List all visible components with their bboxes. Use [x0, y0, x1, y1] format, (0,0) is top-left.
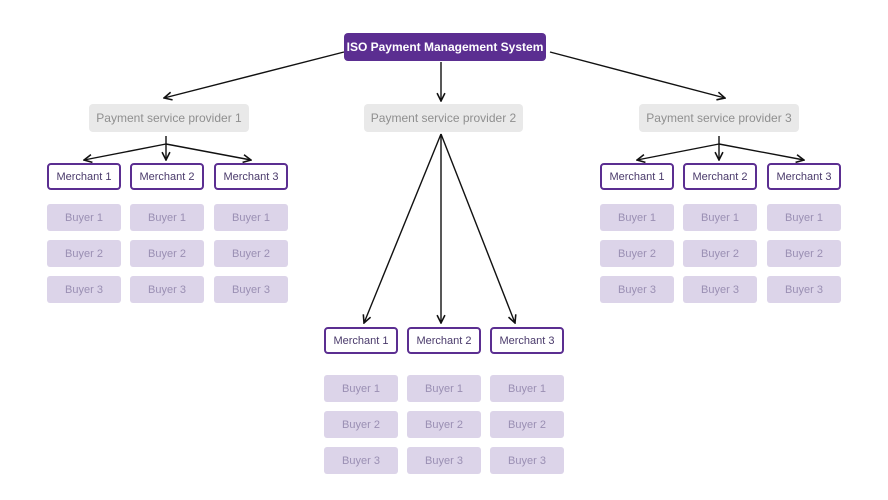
p2-m3-buyer-3: Buyer 3	[490, 447, 564, 474]
provider-1-node: Payment service provider 1	[89, 104, 249, 132]
arrow-p3-to-merchant-1	[637, 143, 720, 160]
p1-m2-buyer-3: Buyer 3	[130, 276, 204, 303]
arrow-p3-to-merchant-3	[718, 143, 804, 160]
p1-m1-buyer-3: Buyer 3	[47, 276, 121, 303]
p2-m1-buyer-2: Buyer 2	[324, 411, 398, 438]
p3-m1-buyer-3: Buyer 3	[600, 276, 674, 303]
p1-m3-buyer-1: Buyer 1	[214, 204, 288, 231]
p3-m2-buyer-3: Buyer 3	[683, 276, 757, 303]
p3-merchant-1: Merchant 1	[600, 163, 674, 190]
p1-m1-buyer-2: Buyer 2	[47, 240, 121, 267]
arrow-p2-to-merchant-3	[440, 133, 515, 323]
p2-m2-buyer-3: Buyer 3	[407, 447, 481, 474]
p2-m1-buyer-3: Buyer 3	[324, 447, 398, 474]
p1-m1-buyer-1: Buyer 1	[47, 204, 121, 231]
arrow-p1-to-merchant-1	[84, 143, 167, 160]
p3-merchant-2: Merchant 2	[683, 163, 757, 190]
p2-merchant-1: Merchant 1	[324, 327, 398, 354]
p2-m3-buyer-1: Buyer 1	[490, 375, 564, 402]
p1-m2-buyer-2: Buyer 2	[130, 240, 204, 267]
arrow-p2-to-merchant-1	[364, 133, 442, 323]
p3-m1-buyer-1: Buyer 1	[600, 204, 674, 231]
p3-merchant-3: Merchant 3	[767, 163, 841, 190]
provider-3-node: Payment service provider 3	[639, 104, 799, 132]
p1-m3-buyer-3: Buyer 3	[214, 276, 288, 303]
arrow-p1-to-merchant-3	[165, 143, 251, 160]
p3-m3-buyer-1: Buyer 1	[767, 204, 841, 231]
root-node: ISO Payment Management System	[344, 33, 546, 61]
provider-2-node: Payment service provider 2	[364, 104, 523, 132]
p1-m2-buyer-1: Buyer 1	[130, 204, 204, 231]
p2-merchant-3: Merchant 3	[490, 327, 564, 354]
p1-merchant-3: Merchant 3	[214, 163, 288, 190]
p3-m3-buyer-2: Buyer 2	[767, 240, 841, 267]
p3-m2-buyer-1: Buyer 1	[683, 204, 757, 231]
p3-m2-buyer-2: Buyer 2	[683, 240, 757, 267]
p2-m2-buyer-2: Buyer 2	[407, 411, 481, 438]
p1-merchant-1: Merchant 1	[47, 163, 121, 190]
arrow-root-to-provider-3	[549, 51, 725, 98]
p2-m3-buyer-2: Buyer 2	[490, 411, 564, 438]
arrow-root-to-provider-1	[164, 51, 345, 98]
p3-m3-buyer-3: Buyer 3	[767, 276, 841, 303]
p3-m1-buyer-2: Buyer 2	[600, 240, 674, 267]
p1-m3-buyer-2: Buyer 2	[214, 240, 288, 267]
p2-m1-buyer-1: Buyer 1	[324, 375, 398, 402]
p2-merchant-2: Merchant 2	[407, 327, 481, 354]
p1-merchant-2: Merchant 2	[130, 163, 204, 190]
p2-m2-buyer-1: Buyer 1	[407, 375, 481, 402]
